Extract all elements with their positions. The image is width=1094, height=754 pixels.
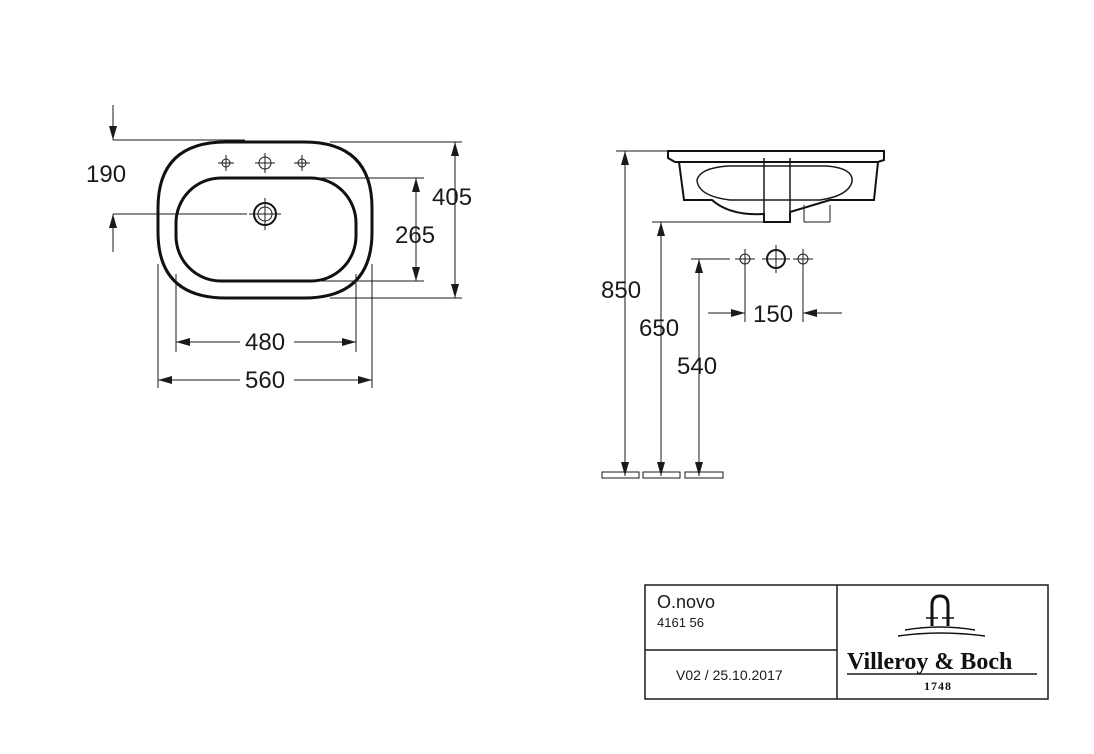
dim-405-label: 405: [432, 184, 472, 211]
dim-540-label: 540: [677, 353, 717, 380]
dim-480-label: 480: [245, 329, 285, 356]
basin-bowl-section: [678, 161, 879, 223]
dim-560: 560: [157, 264, 373, 394]
dim-190: 190: [86, 105, 247, 252]
dim-850-label: 850: [601, 277, 641, 304]
dim-560-label: 560: [245, 367, 285, 394]
dim-405: 405: [330, 141, 472, 299]
drain-icon: [249, 198, 281, 230]
product-name: O.novo: [657, 592, 715, 612]
dim-650: 650: [639, 221, 764, 476]
basin-outer-outline: [156, 140, 374, 300]
tap-hole-icon: [218, 153, 310, 173]
dim-150-label: 150: [753, 301, 793, 328]
side-view: 850 650 540 150: [601, 150, 885, 479]
dim-480: 480: [175, 274, 357, 356]
brand-logo-icon: [897, 594, 986, 637]
overflow-icon: [735, 245, 813, 273]
article-number: 4161 56: [657, 615, 704, 630]
title-block: O.novo 4161 56 V02 / 25.10.2017 Villeroy…: [644, 584, 1049, 700]
brand-year: 1748: [924, 679, 952, 693]
dim-850: 850: [601, 150, 668, 476]
basin-rim: [667, 150, 885, 163]
dim-265: 265: [318, 177, 435, 282]
version-date: V02 / 25.10.2017: [676, 667, 783, 683]
dim-265-label: 265: [395, 222, 435, 249]
basin-inner-curve: [696, 165, 853, 201]
floor-hatch-icon: [601, 471, 724, 479]
basin-inner-bowl: [174, 176, 358, 283]
brand-name: Villeroy & Boch: [847, 649, 1012, 675]
basin-center-column: [763, 158, 791, 222]
top-view: 190 405 265 480: [86, 105, 472, 394]
dim-650-label: 650: [639, 315, 679, 342]
dim-540: 540: [677, 258, 730, 476]
dim-190-label: 190: [86, 161, 126, 188]
dim-150: 150: [708, 268, 842, 328]
